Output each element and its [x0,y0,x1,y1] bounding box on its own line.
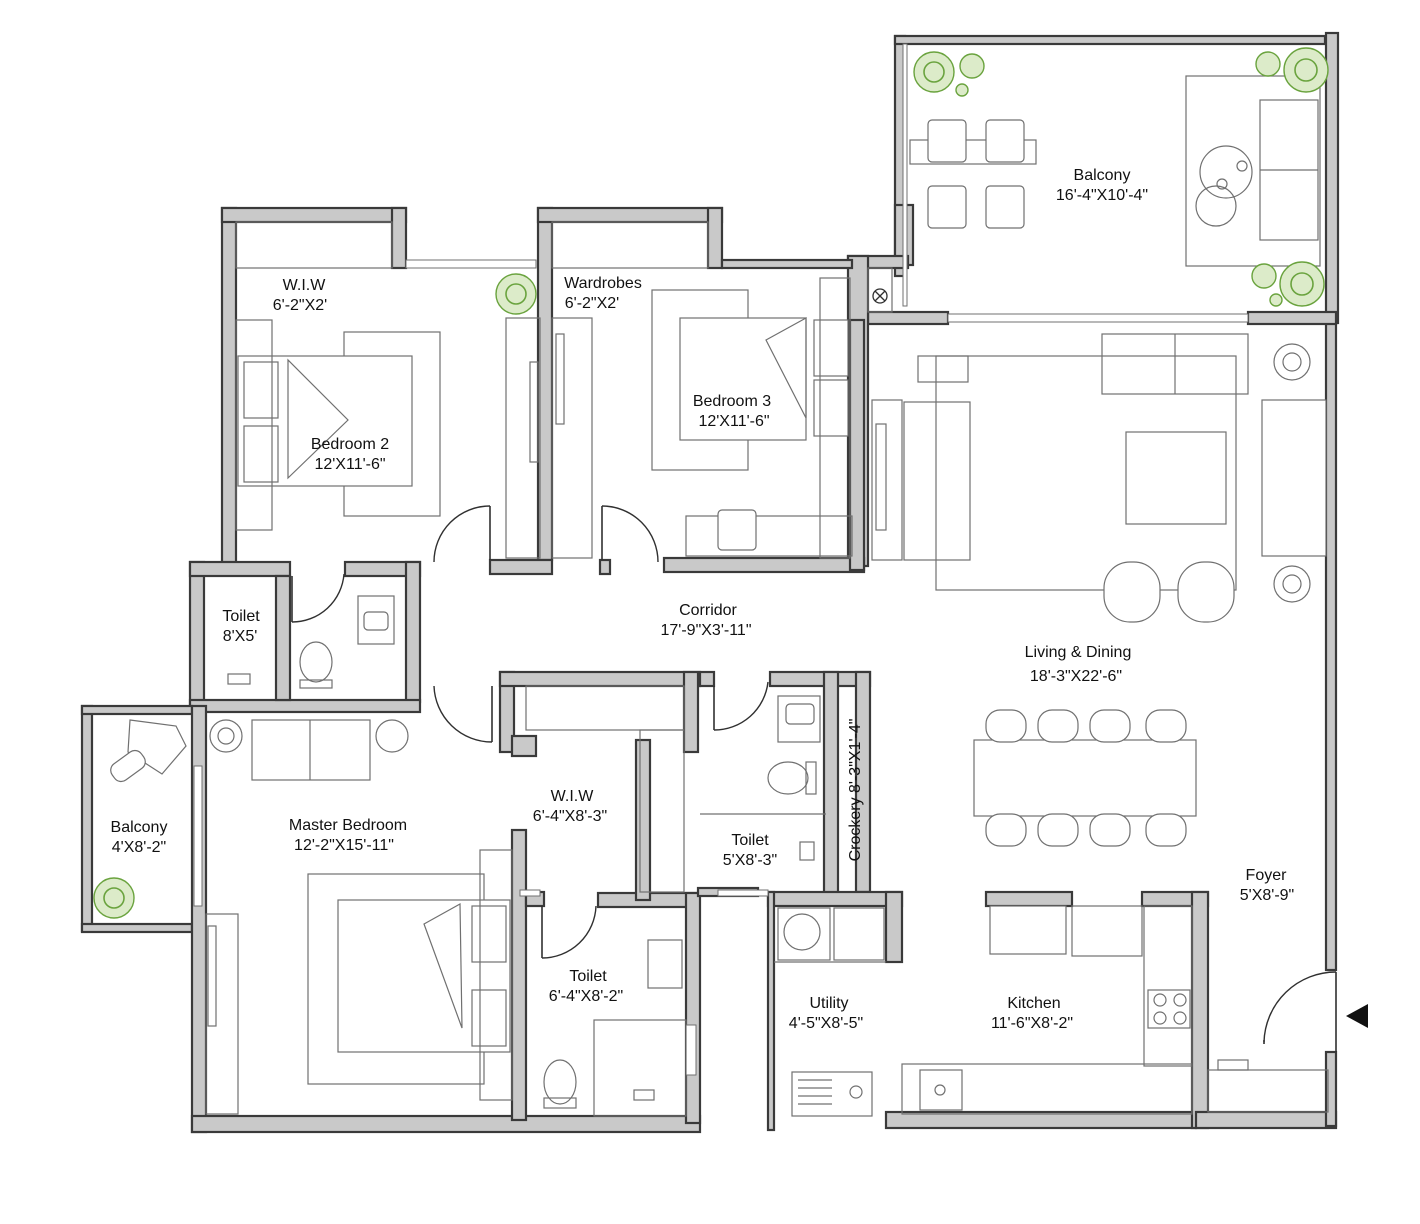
walls [80,31,1340,1134]
bedroom2-name: Bedroom 2 [311,436,389,453]
toilet-mid-size: 5'X8'-3" [723,852,777,869]
furniture [110,75,1329,1117]
balcony-top-size: 16'-4"X10'-4" [1056,187,1148,204]
kitchen-size: 11'-6"X8'-2" [991,1015,1073,1032]
plant-icon [93,47,1329,919]
toilet-small-size: 8'X5' [223,628,258,645]
doors [291,505,1337,1052]
balcony-top-name: Balcony [1074,167,1131,184]
toilet-mid-name: Toilet [731,832,769,849]
toilet-master-name: Toilet [569,968,607,985]
toilet-small-name: Toilet [222,608,260,625]
bedroom3-name: Bedroom 3 [693,393,771,410]
corridor-size: 17'-9"X3'-11" [661,622,752,639]
room-labels: Balcony 16'-4"X10'-4" W.I.W 6'-2"X2' War… [111,167,1295,1032]
corridor-name: Corridor [679,602,737,619]
crockery-label: Crockery 8'-3"X1'-4" [847,719,864,862]
foyer-size: 5'X8'-9" [1240,887,1294,904]
windows [193,43,1249,1076]
entry-arrow-icon [1346,1004,1368,1028]
foyer-name: Foyer [1246,867,1288,884]
wardrobes-name: Wardrobes [564,275,642,292]
wardrobes-size: 6'-2"X2' [565,295,619,312]
balcony-left-size: 4'X8'-2" [112,839,166,856]
master-bedroom-name: Master Bedroom [289,817,407,834]
wiw-master-size: 6'-4"X8'-3" [533,808,607,825]
utility-name: Utility [809,995,848,1012]
shaft-icon [872,288,888,304]
master-bedroom-size: 12'-2"X15'-11" [294,837,394,854]
wiw-top-size: 6'-2"X2' [273,297,327,314]
kitchen-name: Kitchen [1007,995,1060,1012]
balcony-left-name: Balcony [111,819,168,836]
wiw-top-name: W.I.W [283,277,327,294]
living-dining-size: 18'-3"X22'-6" [1030,668,1122,685]
bedroom2-size: 12'X11'-6" [314,456,385,473]
wiw-master-name: W.I.W [551,788,595,805]
living-dining-name: Living & Dining [1025,644,1132,661]
bedroom3-size: 12'X11'-6" [698,413,769,430]
toilet-master-size: 6'-4"X8'-2" [549,988,623,1005]
utility-size: 4'-5"X8'-5" [789,1015,863,1032]
